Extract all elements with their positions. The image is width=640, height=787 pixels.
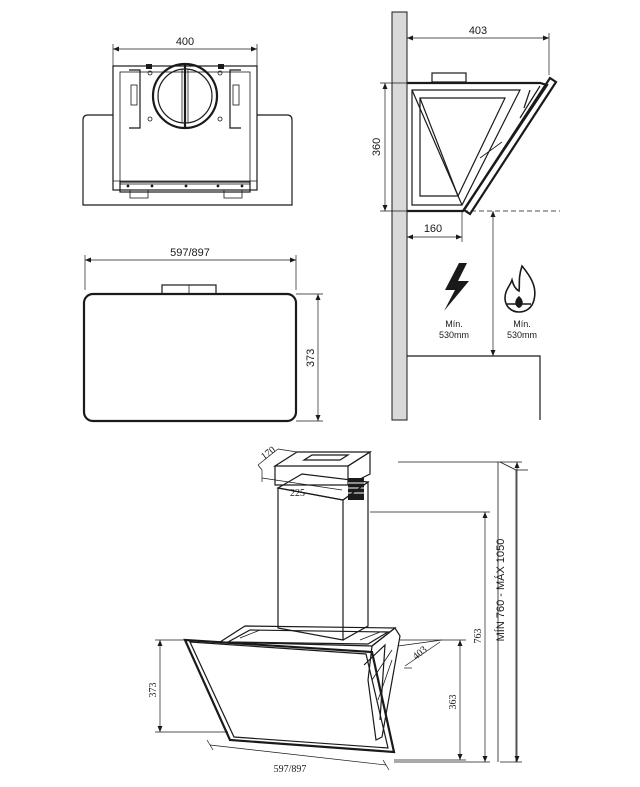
side-wall (391, 11, 408, 421)
iso-hood-height-label: 373 (148, 683, 159, 698)
iso-chimney-front (277, 487, 344, 641)
top-view: 400 (82, 36, 293, 206)
chimney-vent-icon (348, 478, 364, 500)
iso-total-height-label: MÍN 760 - MÁX 1050 (494, 539, 507, 642)
front-height-label: 373 (305, 349, 317, 367)
top-width-label: 400 (176, 36, 194, 48)
electric-min-label: Mín. (445, 319, 463, 329)
iso-side-height-label: 363 (448, 695, 459, 710)
iso-glass-panel (183, 638, 396, 754)
front-height-dimension: 373 (296, 293, 323, 422)
side-height-dimension: 360 (371, 82, 407, 211)
top-glass-panel (82, 114, 293, 206)
gas-min-value: 530mm (507, 330, 537, 340)
iso-total-height-dimension: MÍN 760 - MÁX 1050 (494, 461, 522, 763)
chimney-width-label: 225 (290, 488, 305, 499)
iso-chimney-top (272, 451, 373, 467)
iso-chimney-height-dimension: 763 (370, 511, 490, 763)
front-width-label: 597/897 (170, 247, 210, 259)
top-width-dimension: 400 (112, 36, 258, 70)
iso-chimney-height-label: 763 (473, 629, 484, 644)
fan-outlet-icon (151, 62, 219, 130)
iso-hood-depth-label: 403 (411, 644, 430, 662)
gas-min-label: Mín. (513, 319, 531, 329)
front-width-dimension: 597/897 (84, 247, 297, 290)
side-offset-dimension: 160 (407, 211, 463, 242)
side-clearance-dimension (490, 211, 496, 356)
side-offset-label: 160 (424, 223, 442, 235)
chimney-depth-label: 170 (259, 445, 278, 463)
iso-hood-width-dimension: 597/897 (206, 739, 390, 775)
side-height-label: 360 (371, 138, 383, 156)
iso-hood-width-label: 597/897 (274, 764, 307, 775)
side-view: 403 360 160 (371, 11, 560, 421)
side-depth-label: 403 (469, 25, 487, 37)
front-view: 597/897 373 (82, 247, 323, 423)
iso-hood-side (367, 627, 401, 741)
electric-min-value: 530mm (439, 330, 469, 340)
iso-side-height-dimension: 363 (394, 639, 466, 761)
side-hood-profile (407, 72, 558, 216)
iso-hood-height-dimension: 373 (148, 639, 228, 733)
flame-icon (504, 264, 536, 313)
side-depth-dimension: 403 (407, 25, 550, 75)
iso-chimney-side (342, 480, 369, 641)
chimney-width-dimension: 225 (261, 470, 343, 499)
iso-hood-depth-dimension: 403 (397, 639, 443, 669)
side-cabinet-outline (407, 355, 541, 420)
front-glass-panel (82, 292, 298, 423)
isometric-view: 170 225 373 (148, 445, 528, 775)
lightning-icon (444, 263, 469, 311)
